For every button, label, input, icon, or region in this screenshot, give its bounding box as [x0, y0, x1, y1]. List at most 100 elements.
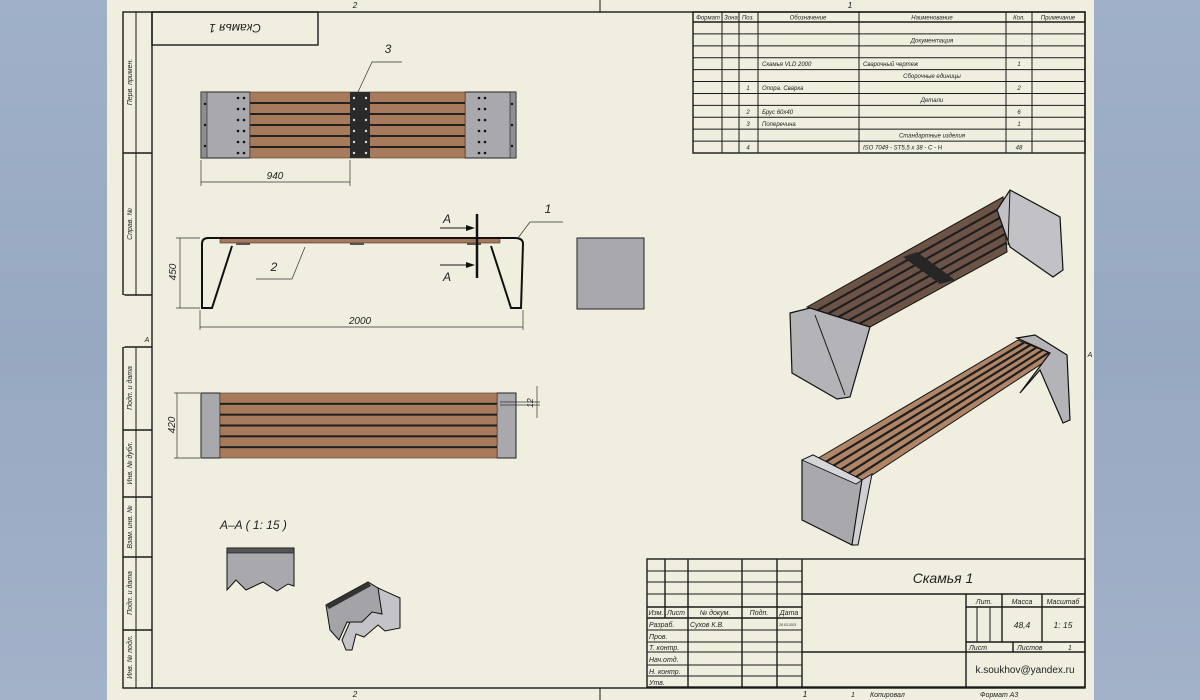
- slat-gap: [829, 344, 1031, 469]
- spec-pos: 2: [745, 110, 750, 116]
- copied-number: 1: [851, 692, 855, 699]
- wood-slat: [219, 403, 498, 415]
- title-block: Скамья 1 Изм. Лист № докум. Подп. Дата Р…: [646, 558, 1086, 688]
- tb-sheets-label: Листов: [1016, 645, 1043, 652]
- spec-section: Документация: [910, 38, 954, 44]
- tb-role: Нач.отд.: [649, 656, 679, 664]
- spec-qty: 1: [1017, 62, 1020, 68]
- tb-sheets: 1: [1068, 645, 1072, 652]
- zone-mark: A: [1087, 352, 1093, 359]
- spec-name: ISO 7049 - ST5,5 x 38 - C - H: [863, 146, 943, 152]
- tb-email: k.soukhov@yandex.ru: [975, 665, 1074, 676]
- crossbar: [350, 92, 370, 158]
- tb-scale-label: Масштаб: [1047, 598, 1081, 606]
- spec-name: Сварочный чертеж: [863, 61, 919, 68]
- leader-label: 1: [545, 202, 552, 216]
- tb-role: Пров.: [649, 634, 668, 641]
- copied-label: Копировал: [870, 692, 905, 699]
- side-view: [576, 237, 645, 310]
- spec-qty: 2: [1016, 86, 1021, 92]
- slat-gap: [848, 232, 1007, 322]
- wood-slat: [219, 392, 498, 405]
- tb-scale: 1: 15: [1054, 620, 1073, 630]
- dimension-label: 450: [168, 263, 179, 280]
- slat-gap: [858, 241, 1007, 325]
- spec-header: Кол.: [1013, 16, 1025, 22]
- top-view-underside: [200, 91, 517, 159]
- stamp-box: [151, 11, 319, 46]
- tb-role: Н. контр.: [649, 669, 681, 676]
- top-view: [200, 392, 517, 459]
- spec-qty: 48: [1016, 146, 1023, 152]
- front-view: [201, 237, 525, 309]
- section-cut-label: A: [442, 212, 451, 226]
- tb-date: 26.03.2021: [778, 623, 797, 627]
- tb-developer: Сухов К.В.: [690, 622, 724, 629]
- spec-pos: 3: [746, 122, 750, 128]
- spec-section: Детали: [920, 98, 944, 104]
- spec-section: Сборочные единицы: [903, 74, 961, 80]
- slat-gap: [821, 341, 1025, 465]
- leader-label: 2: [270, 260, 278, 274]
- tb-col-header: Подп.: [750, 609, 769, 617]
- tb-col-header: № докум.: [700, 609, 731, 617]
- tb-sheet-label: Лист: [968, 645, 987, 652]
- tb-role: Т. контр.: [649, 645, 679, 652]
- spec-designation: Поперечина: [762, 122, 796, 128]
- tb-col-header: Лист: [666, 610, 685, 617]
- slat-gap: [836, 346, 1038, 473]
- spec-header: Поз.: [742, 16, 754, 22]
- spec-pos: 4: [746, 146, 750, 152]
- dimension-label: 420: [167, 416, 178, 433]
- spec-pos: 1: [746, 86, 749, 92]
- side-strip-label: Подп. и дата: [126, 571, 134, 615]
- side-strip-label: Справ. №: [127, 208, 134, 240]
- leader-label: 3: [385, 42, 392, 56]
- dimension-label: 12: [525, 398, 535, 408]
- format-label: Формат А3: [980, 692, 1018, 699]
- spec-qty: 1: [1017, 122, 1020, 128]
- wood-slat: [219, 425, 498, 437]
- tb-lit-label: Лит.: [975, 599, 992, 606]
- side-strip-label: Инв. № подл.: [126, 635, 134, 678]
- zone-mark: A: [144, 337, 150, 344]
- dimension-label: 2000: [348, 316, 372, 327]
- zone-mark: 1: [848, 0, 853, 10]
- specification-table: Формат Зона Поз. Обозначение Наименовани…: [692, 11, 1086, 154]
- spec-header: Обозначение: [790, 16, 827, 22]
- spec-header: Формат: [696, 16, 720, 22]
- section-view: [226, 547, 401, 651]
- wood-slat: [219, 436, 498, 448]
- tb-mass-label: Масса: [1012, 599, 1033, 606]
- spec-header: Наименование: [911, 16, 953, 22]
- side-strip-label: Инв. № дубл.: [126, 441, 134, 484]
- slat-gap: [844, 349, 1044, 477]
- tb-mass: 48,4: [1014, 620, 1031, 630]
- wood-slat: [219, 446, 498, 459]
- isometric-view-underside: [789, 189, 1064, 400]
- side-strip-label: Подп. и дата: [126, 366, 134, 410]
- outer-frame: [122, 11, 1086, 689]
- spec-qty: 6: [1017, 110, 1021, 116]
- spec-designation: Брус 60х40: [762, 110, 794, 116]
- spec-header: Зона: [724, 16, 738, 22]
- side-strip-label: Перв. примен.: [127, 59, 134, 106]
- spec-section: Стандартные изделия: [899, 134, 966, 140]
- side-strip-label: Взам. инв. №: [127, 505, 134, 549]
- zone-mark: 2: [352, 0, 358, 10]
- wood-slat: [219, 414, 498, 426]
- dimension-label: 940: [267, 171, 284, 182]
- section-view-title: A–A ( 1: 15 ): [219, 518, 287, 532]
- slat-gap: [837, 223, 1006, 318]
- spec-header: Примечание: [1041, 16, 1076, 22]
- spec-designation: Скамья VLD 2000: [762, 62, 812, 68]
- tb-col-header: Дата: [779, 610, 799, 617]
- zone-mark: 1: [803, 689, 808, 699]
- stamp-text: Скамья 1: [209, 21, 261, 35]
- slat-gap: [851, 351, 1050, 481]
- tb-role: Утв.: [648, 680, 665, 687]
- section-cut-label: A: [442, 270, 451, 284]
- tb-col-header: Изм.: [649, 610, 664, 617]
- isometric-view: [801, 334, 1071, 546]
- spec-designation: Опора. Сварка: [762, 86, 804, 92]
